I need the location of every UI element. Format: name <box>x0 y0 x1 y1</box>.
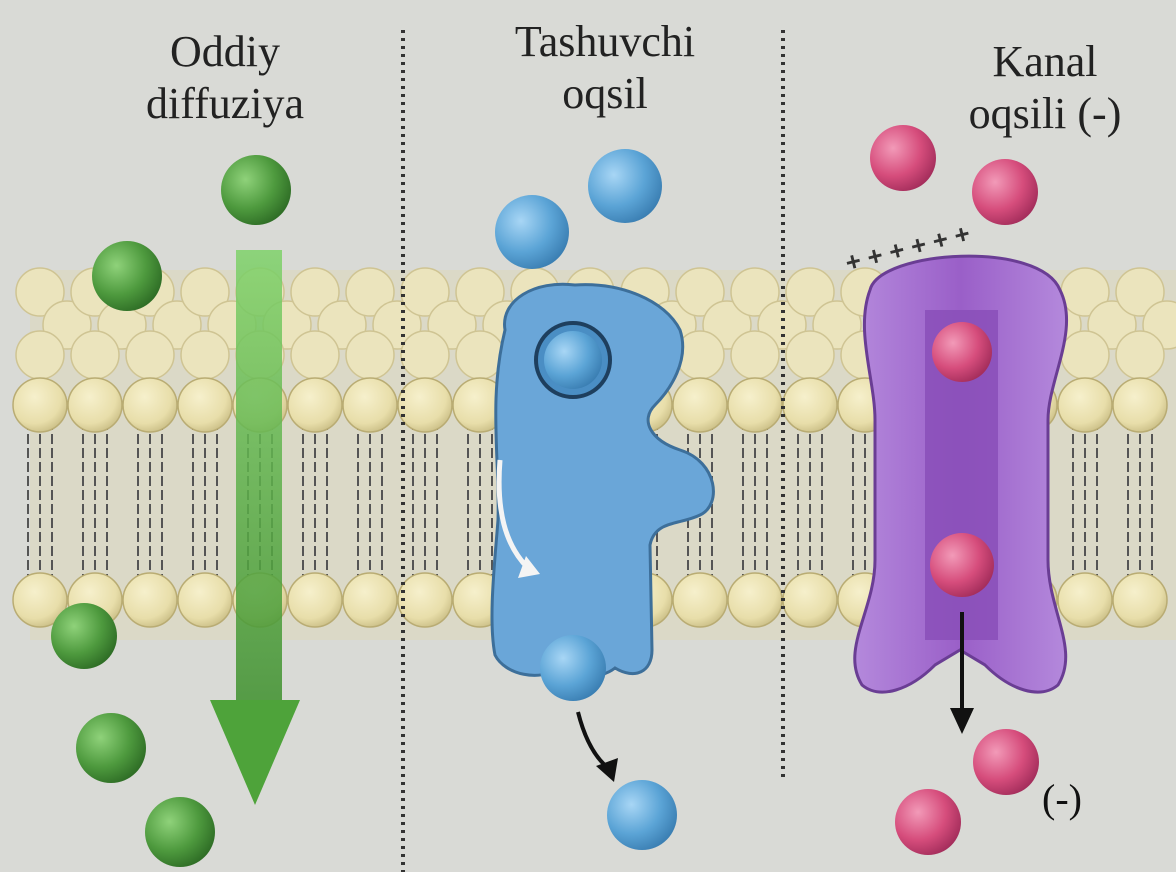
lipid-head <box>16 331 64 379</box>
lipid-head <box>123 573 177 627</box>
lipid-head <box>1113 573 1167 627</box>
lipid-head <box>123 378 177 432</box>
lipid-head <box>13 378 67 432</box>
panel-title-line2: oqsili (-) <box>930 88 1160 140</box>
lipid-head <box>1116 331 1164 379</box>
lipid-head <box>783 573 837 627</box>
lipid-head <box>346 331 394 379</box>
lipid-head <box>288 378 342 432</box>
red-ion <box>930 533 994 597</box>
ion-flow-arrow-head <box>950 708 974 734</box>
panel-title-line1: Tashuvchi <box>455 16 755 68</box>
lipid-head <box>1113 378 1167 432</box>
red-ion <box>973 729 1039 795</box>
lipid-head <box>126 331 174 379</box>
exit-arrow <box>578 712 608 768</box>
blue-molecule <box>607 780 677 850</box>
lipid-head <box>68 378 122 432</box>
diffusion-arrow-head <box>210 700 300 805</box>
lipid-head <box>1061 331 1109 379</box>
lipid-head <box>181 331 229 379</box>
lipid-head <box>398 573 452 627</box>
lipid-head <box>728 573 782 627</box>
blue-molecule <box>540 635 606 701</box>
green-molecule <box>221 155 291 225</box>
blue-molecule <box>588 149 662 223</box>
channel-protein-panel: + + + + + + (-) <box>842 125 1082 855</box>
diffusion-arrow-shaft <box>236 250 282 710</box>
panel-title-line2: diffuziya <box>90 78 360 130</box>
red-ion <box>932 322 992 382</box>
lipid-head <box>731 331 779 379</box>
lipid-head <box>343 573 397 627</box>
lipid-head <box>1058 378 1112 432</box>
red-ion <box>972 159 1038 225</box>
lipid-head <box>398 378 452 432</box>
blue-molecule <box>544 331 602 389</box>
lipid-head <box>178 378 232 432</box>
lipid-head <box>291 331 339 379</box>
green-molecule <box>145 797 215 867</box>
red-ion <box>895 789 961 855</box>
lipid-head <box>71 331 119 379</box>
outside-charge-label: (-) <box>1042 776 1082 821</box>
lipid-head <box>343 378 397 432</box>
lipid-head <box>673 573 727 627</box>
panel-title-line2: oqsil <box>455 68 755 120</box>
carrier-protein-panel <box>492 149 713 850</box>
panel-title-carrier-protein: Tashuvchi oqsil <box>455 16 755 120</box>
lipid-head <box>1058 573 1112 627</box>
red-ion <box>870 125 936 191</box>
lipid-head <box>783 378 837 432</box>
lipid-head <box>673 378 727 432</box>
green-molecule <box>51 603 117 669</box>
green-molecule <box>92 241 162 311</box>
lipid-head <box>178 573 232 627</box>
lipid-head <box>288 573 342 627</box>
panel-title-channel-protein: Kanal oqsili (-) <box>930 36 1160 140</box>
lipid-head <box>728 378 782 432</box>
panel-title-line1: Oddiy <box>90 26 360 78</box>
lipid-head <box>401 331 449 379</box>
blue-molecule <box>495 195 569 269</box>
panel-title-simple-diffusion: Oddiy diffuziya <box>90 26 360 130</box>
panel-title-line1: Kanal <box>930 36 1160 88</box>
lipid-head <box>786 331 834 379</box>
green-molecule <box>76 713 146 783</box>
